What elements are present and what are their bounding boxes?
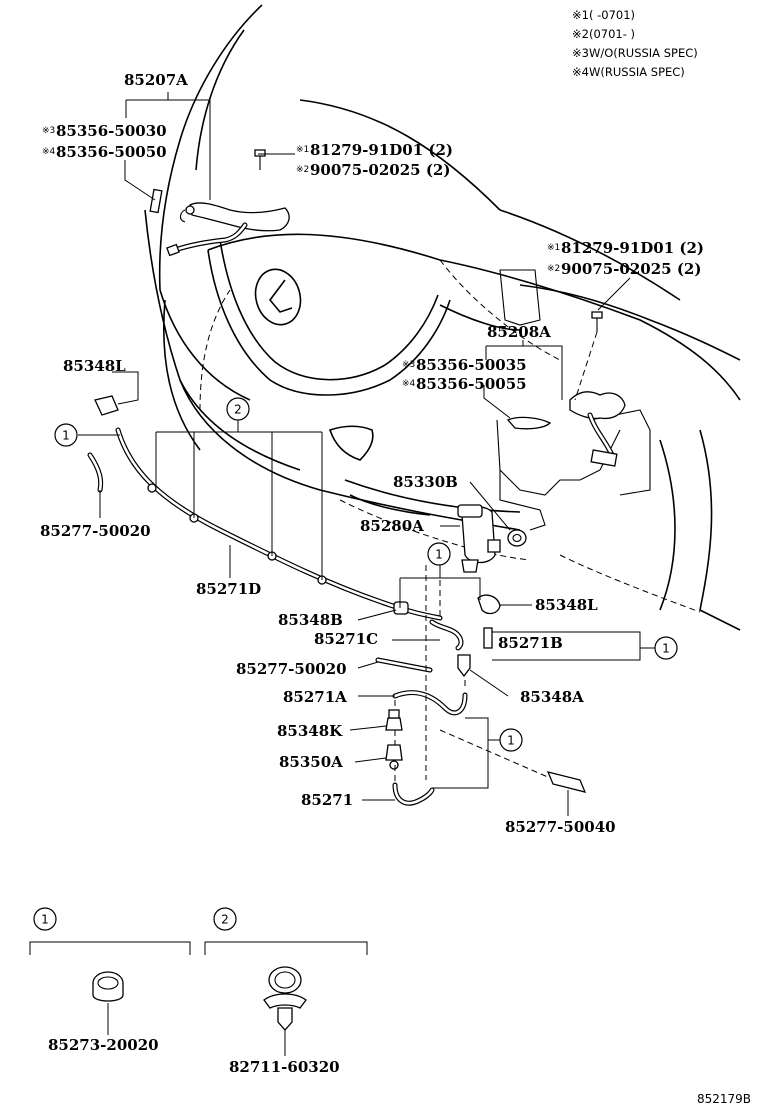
label-81279-a: 81279-91D01 (2) [310,141,453,159]
callout-bubbles: 1 2 1 1 1 [54,397,678,752]
svg-text:2: 2 [221,913,229,927]
callout-1-mid: 1 [427,542,451,566]
leader-lines [78,92,655,816]
note-2-mark: ※2 [572,27,589,41]
label-85271: 85271 [301,791,353,809]
label-85271B: 85271B [498,634,563,652]
label-81279-b-mark: ※1 [547,243,560,253]
legend-part-82711-60320: 82711-60320 [229,1058,340,1076]
label-85356-50030: 85356-50030 [56,122,167,140]
note-4-mark: ※4 [572,65,589,79]
vehicle-front-outline [144,4,741,631]
legend: 1 85273-20020 2 82711-60320 [29,907,368,1076]
label-85348L-left: 85348L [63,357,126,375]
label-81279-b: 81279-91D01 (2) [561,239,704,257]
drawing-reference-number: 852179B [697,1092,751,1106]
legend-item-1: 1 85273-20020 [29,907,191,1054]
label-90075-a-mark: ※2 [296,165,309,175]
label-85277-50020-b: 85277-50020 [236,660,347,678]
label-85207A: 85207A [124,71,188,89]
label-85348A: 85348A [520,688,584,706]
svg-text:1: 1 [662,642,670,656]
label-85356-50035-mark: ※3 [402,360,415,370]
hose-clip-icon [263,966,307,1031]
label-90075-b-mark: ※2 [547,264,560,274]
callout-1-right: 1 [654,636,678,660]
label-81279-a-mark: ※1 [296,145,309,155]
label-85356-50055-mark: ※4 [402,379,416,389]
washer-pump [457,504,527,573]
callout-2-clips: 2 [226,397,250,421]
label-85271A: 85271A [283,688,347,706]
note-2-text: (0701- ) [589,27,635,41]
svg-text:1: 1 [62,429,70,443]
svg-text:1: 1 [507,734,515,748]
svg-text:1: 1 [435,548,443,562]
label-85350A: 85350A [279,753,343,771]
label-85348L-right: 85348L [535,596,598,614]
label-85356-50050: 85356-50050 [56,143,167,161]
part-labels: 85207A ※3 85356-50030 ※4 85356-50050 ※1 … [40,71,704,836]
legend-item-2: 2 82711-60320 [204,907,368,1076]
label-85356-50055: 85356-50055 [416,375,527,393]
note-4-text: W(RUSSIA SPEC) [589,65,685,79]
label-85271C: 85271C [314,630,378,648]
label-85356-50030-mark: ※3 [42,126,55,136]
label-90075-a: 90075-02025 (2) [310,161,450,179]
label-85208A: 85208A [487,323,551,341]
svg-text:1: 1 [41,913,49,927]
label-90075-b: 90075-02025 (2) [561,260,701,278]
callout-1-lower: 1 [499,728,523,752]
hose-clamp-icon [92,971,124,1002]
lower-hoses [375,565,587,806]
legend-part-85273-20020: 85273-20020 [48,1036,159,1054]
label-85330B: 85330B [393,473,458,491]
svg-text:2: 2 [234,403,242,417]
callout-1-left: 1 [54,423,78,447]
label-85348K: 85348K [277,722,343,740]
note-1-text: ( -0701) [589,8,635,22]
label-85348B: 85348B [278,611,343,629]
label-85277-50040: 85277-50040 [505,818,616,836]
label-85356-50050-mark: ※4 [42,147,56,157]
note-1-mark: ※1 [572,8,589,22]
right-nozzle-assembly [506,311,626,467]
main-hose [87,395,443,621]
label-85277-50020-a: 85277-50020 [40,522,151,540]
label-85280A: 85280A [360,517,424,535]
left-nozzle-assembly [149,149,290,257]
note-3-text: W/O(RUSSIA SPEC) [589,46,698,60]
spec-notes: ※1 ( -0701) ※2 (0701- ) ※3 W/O(RUSSIA SP… [572,8,698,79]
note-3-mark: ※3 [572,46,589,60]
label-85356-50035: 85356-50035 [416,356,527,374]
label-85271D: 85271D [196,580,261,598]
